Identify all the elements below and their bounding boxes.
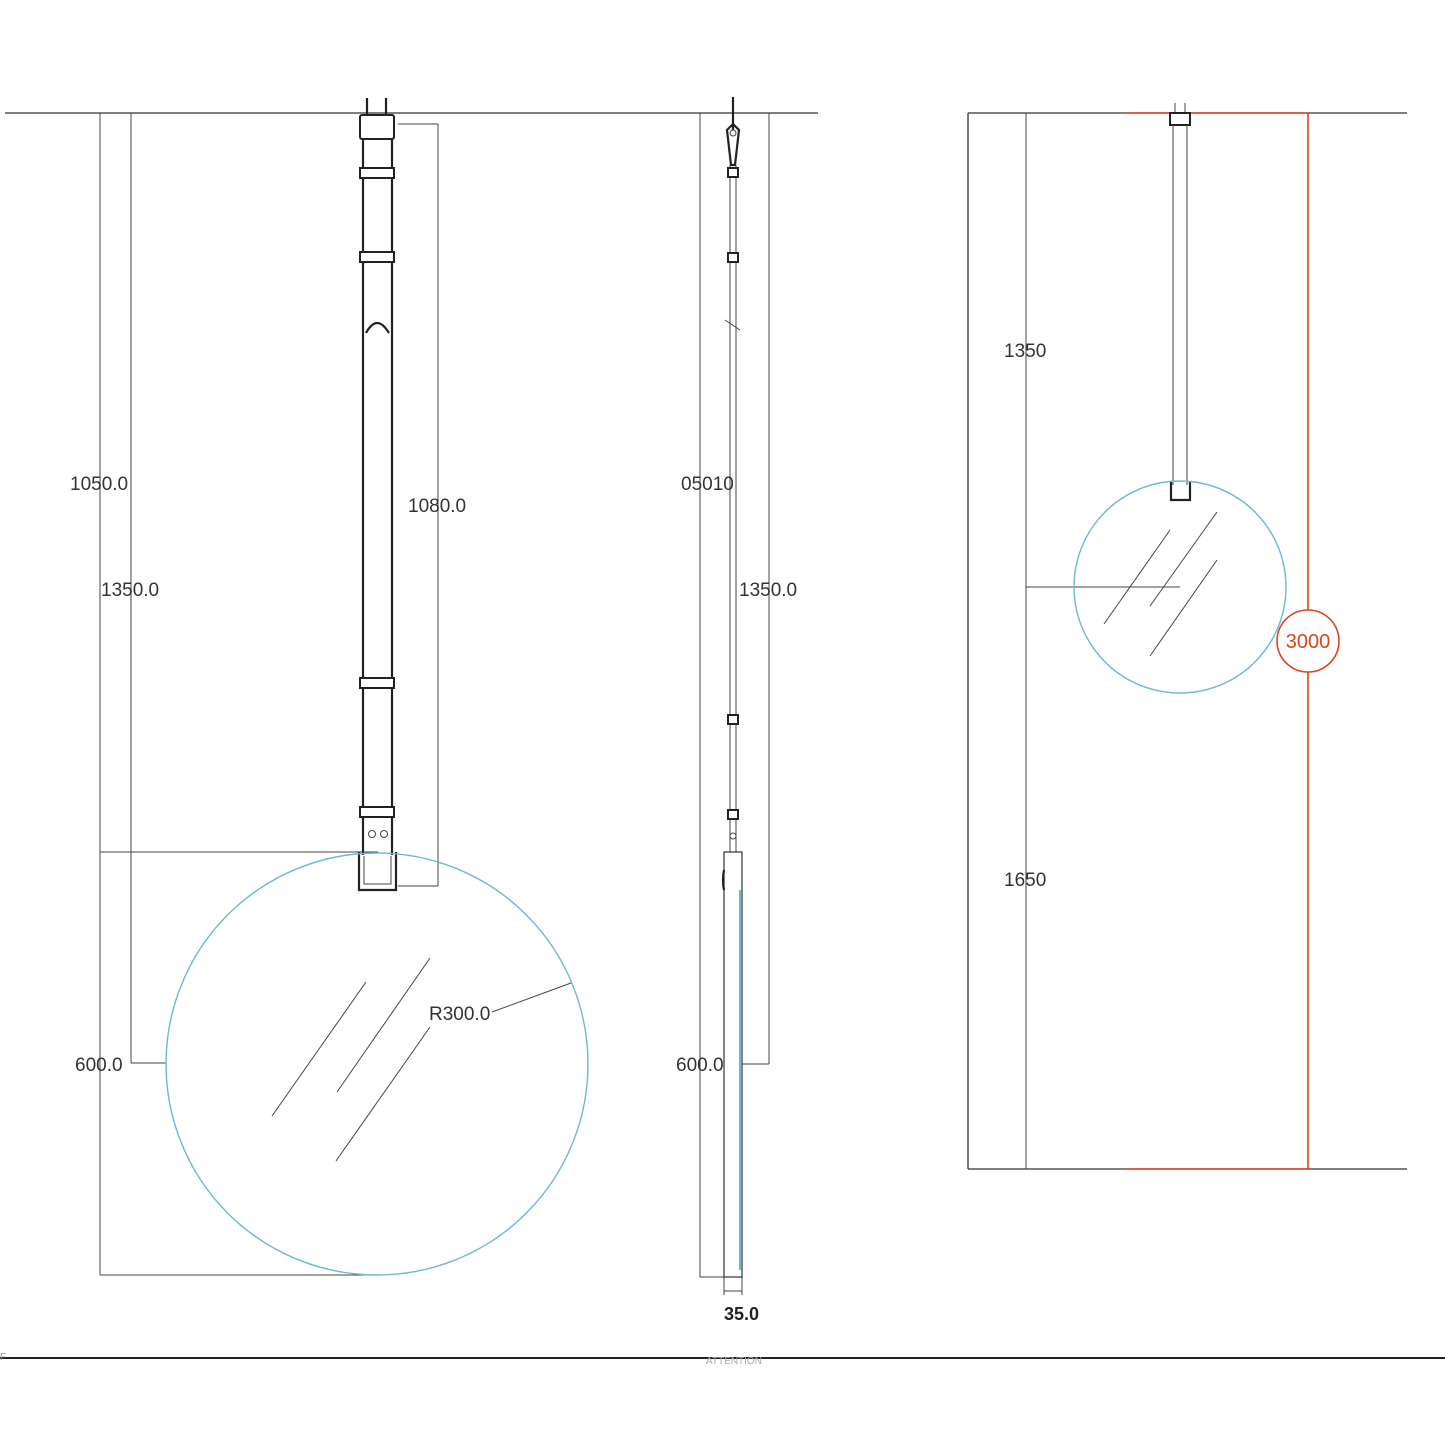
round-mirror-front <box>165 852 589 1276</box>
dim-thickness: 35.0 <box>724 1304 759 1324</box>
dim-1350-side: 1350.0 <box>739 580 797 601</box>
hanging-rod-install <box>1169 103 1192 502</box>
dim-1050: 1050.0 <box>70 474 128 495</box>
front-view: 1050.0 1350.0 1080.0 R300.0 600.0 <box>5 98 818 1276</box>
footer-left-mark: F <box>0 1352 6 1363</box>
dim-1350-front: 1350.0 <box>101 580 159 601</box>
install-view: 3000 1350 1650 <box>967 103 1407 1170</box>
radius-leader <box>491 982 572 1013</box>
side-view: 05010 1350.0 600.0 35.0 <box>676 97 797 1324</box>
dim-3000: 3000 <box>1286 631 1331 653</box>
dim-side-mirrored: 05010 <box>681 474 734 495</box>
ceiling-height-badge <box>1276 609 1340 673</box>
rod-joint-arc <box>365 321 390 334</box>
dim-radius: R300.0 <box>429 1004 490 1025</box>
glass-clamp-front <box>357 852 398 892</box>
dim-600-side: 600.0 <box>676 1055 724 1076</box>
title-block-edge: F ATTENTION <box>0 1352 1445 1367</box>
footer-note: ATTENTION <box>706 1356 762 1367</box>
glass-reflection-marks-install <box>1103 511 1218 657</box>
hanging-rod-front <box>357 98 398 892</box>
ceiling-height-dimension: 3000 <box>1125 112 1340 1170</box>
mirror-edge-side <box>721 851 743 1278</box>
round-mirror-install <box>1073 480 1287 694</box>
dim-1650-install: 1650 <box>1004 870 1046 891</box>
dim-600-front: 600.0 <box>75 1055 123 1076</box>
hanging-rod-side <box>724 97 741 852</box>
glass-reflection-marks <box>271 957 431 1162</box>
dim-1350-install: 1350 <box>1004 341 1046 362</box>
dim-1080: 1080.0 <box>408 496 466 517</box>
